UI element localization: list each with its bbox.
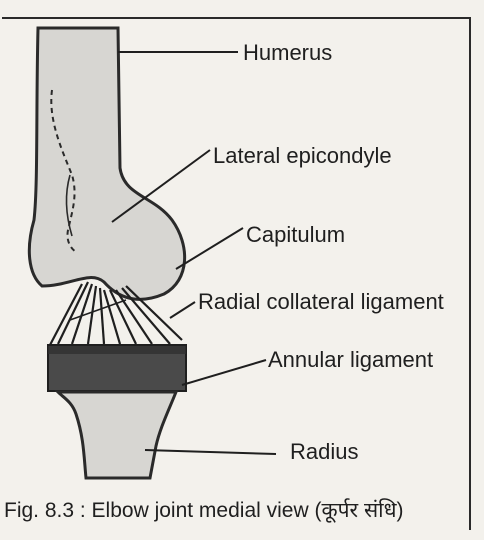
label-radial-collateral-ligament: Radial collateral ligament [198, 291, 444, 313]
annular-ligament-leader-line [182, 360, 266, 385]
label-lateral-epicondyle: Lateral epicondyle [213, 145, 392, 167]
label-capitulum: Capitulum [246, 224, 345, 246]
capitulum-leader-line [176, 228, 243, 269]
label-humerus: Humerus [243, 42, 332, 64]
radial-collateral-ligament-leader-line [170, 302, 195, 318]
label-annular-ligament: Annular ligament [268, 349, 433, 371]
annular-band-shadow [48, 346, 186, 354]
radius-leader-line [145, 450, 276, 454]
humerus-bone [29, 28, 184, 299]
label-radius: Radius [290, 441, 358, 463]
radius-bone [58, 392, 176, 478]
figure-caption: Fig. 8.3 : Elbow joint medial view (कूर्… [4, 500, 403, 521]
